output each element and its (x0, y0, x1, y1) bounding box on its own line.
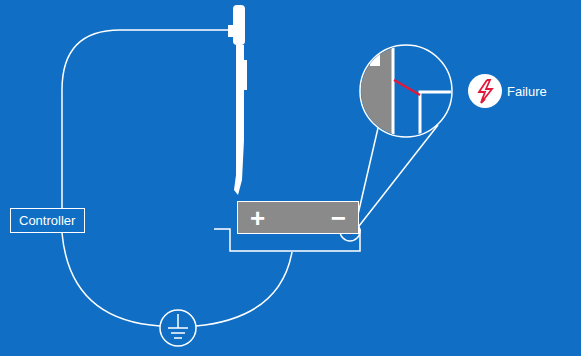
controller-box: Controller (10, 208, 85, 233)
ground-symbol (160, 310, 196, 346)
node-label: Controller (19, 213, 75, 228)
wire (62, 233, 160, 326)
ground-symbol (168, 314, 188, 338)
magnify-line (359, 125, 438, 226)
failure-label: Failure (507, 84, 547, 99)
failure-icon (479, 80, 492, 103)
welding-torch (228, 5, 247, 195)
failure-icon (468, 74, 502, 108)
battery-box: +− (237, 201, 359, 234)
polarity-sign: − (331, 204, 346, 232)
magnify-line (356, 128, 378, 223)
wire (196, 252, 292, 326)
wire (62, 30, 230, 208)
polarity-sign: + (250, 204, 265, 232)
